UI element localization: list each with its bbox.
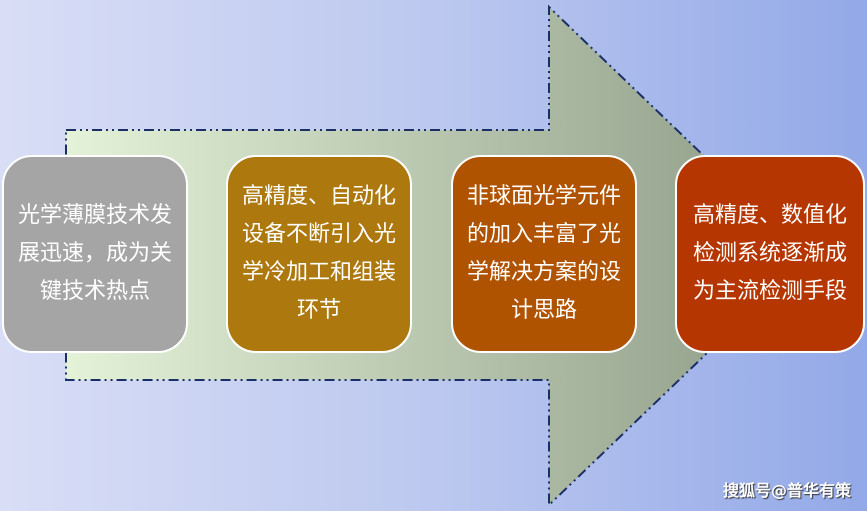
step-box-3: 非球面光学元件的加入丰富了光学解决方案的设计思路 [451, 155, 637, 353]
step-text-1: 光学薄膜技术发展迅速，成为关键技术热点 [18, 203, 173, 304]
step-box-2: 高精度、自动化设备不断引入光学冷加工和组装环节 [226, 155, 412, 353]
step-text-3: 非球面光学元件的加入丰富了光学解决方案的设计思路 [467, 184, 622, 323]
step-text-2: 高精度、自动化设备不断引入光学冷加工和组装环节 [242, 184, 397, 323]
step-box-1: 光学薄膜技术发展迅速，成为关键技术热点 [2, 155, 188, 353]
step-text-4: 高精度、数值化检测系统逐渐成为主流检测手段 [692, 203, 847, 304]
step-box-4: 高精度、数值化检测系统逐渐成为主流检测手段 [675, 155, 865, 353]
arrow-shape [65, 4, 810, 508]
watermark: 搜狐号@普华有策 [722, 481, 851, 500]
